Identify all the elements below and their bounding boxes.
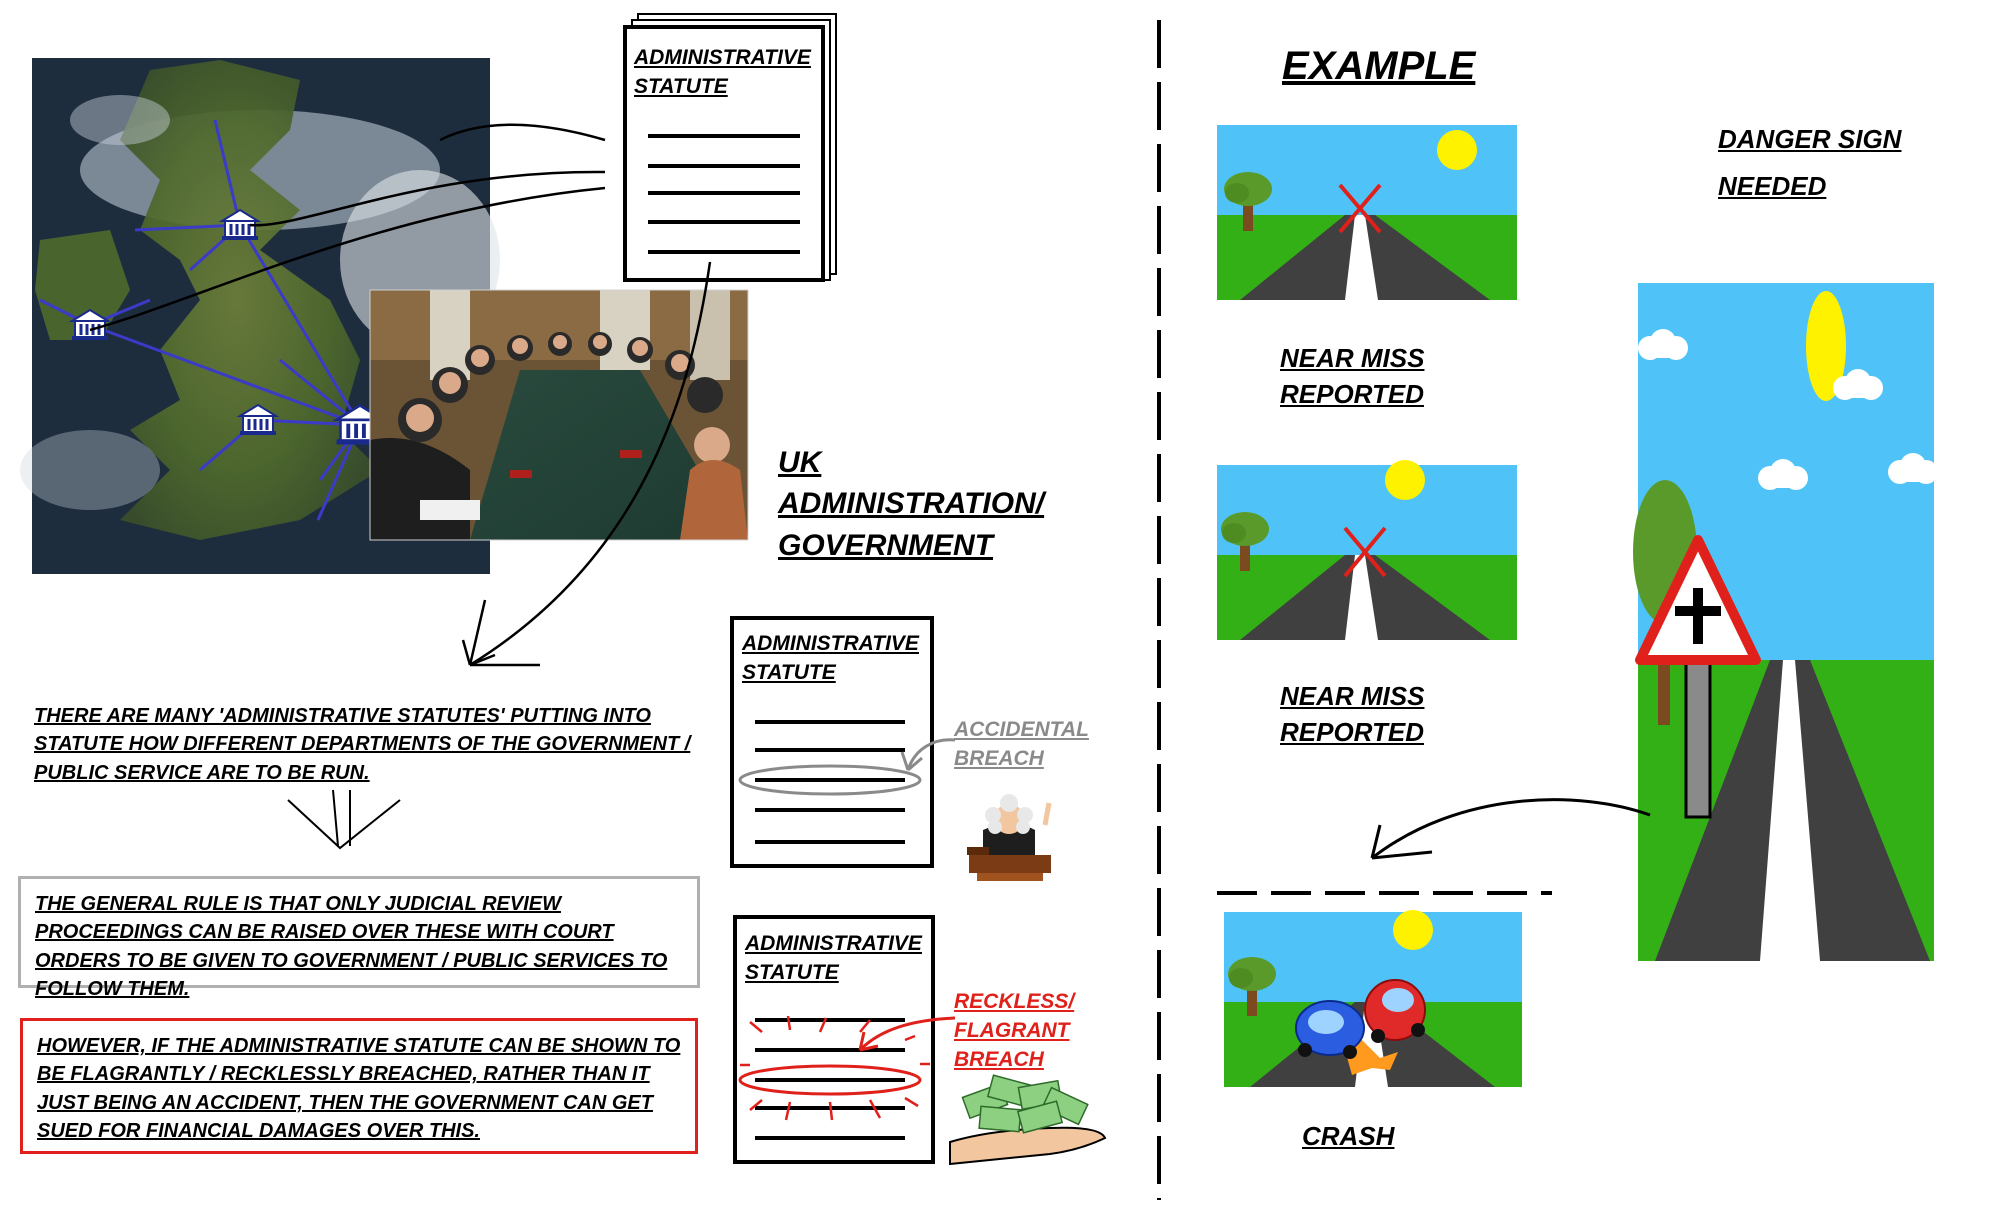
arrow-head: [461, 639, 496, 667]
reckless-breach-label: RECKLESS/ FLAGRANT BREACH: [954, 990, 1075, 1071]
statute-reckless-title: ADMINISTRATIVE STATUTE: [745, 932, 922, 984]
road-scene-near-miss-1: [1217, 125, 1517, 300]
money-hand-icon: [949, 1074, 1107, 1166]
cabinet-meeting-photo: [369, 289, 749, 541]
danger-sign-label: DANGER SIGN NEEDED: [1718, 124, 1902, 201]
statute-accidental-document: [730, 616, 956, 868]
sign-to-crash-arrow: [1371, 798, 1651, 860]
sun-icon: [1806, 291, 1846, 401]
judicial-review-box: THE GENERAL RULE IS THAT ONLY JUDICIAL R…: [18, 876, 700, 1000]
top-statute-document: [623, 13, 837, 282]
sun-icon: [1393, 910, 1433, 950]
crossroads-warning-sign-icon: [1635, 535, 1761, 819]
example-title: EXAMPLE: [1282, 44, 1476, 88]
statute-reckless-document: [733, 915, 956, 1164]
sun-icon: [1385, 460, 1425, 500]
danger-sign-scene: [1633, 283, 1938, 961]
down-arrow: [287, 789, 401, 850]
statement-damages: HOWEVER, IF THE ADMINISTRATIVE STATUTE C…: [37, 1035, 681, 1143]
road-scene-near-miss-2: [1217, 460, 1517, 640]
sun-icon: [1437, 130, 1477, 170]
road-scene-crash: [1224, 910, 1522, 1087]
crash-label: CRASH: [1302, 1121, 1395, 1151]
arrow-stem: [468, 599, 487, 666]
near-miss-label-2: NEAR MISS REPORTED: [1280, 681, 1425, 748]
arrow-head: [1370, 824, 1433, 860]
car-crash-icon: [1295, 979, 1426, 1075]
statute-accidental-title: ADMINISTRATIVE STATUTE: [742, 632, 919, 684]
statute-connector-lines: [89, 123, 712, 667]
judge-icon: [967, 794, 1052, 881]
accidental-breach-label: ACCIDENTAL BREACH: [954, 718, 1089, 770]
statement-many-statutes: THERE ARE MANY 'ADMINISTRATIVE STATUTES'…: [34, 705, 691, 784]
reckless-breach-box: HOWEVER, IF THE ADMINISTRATIVE STATUTE C…: [20, 1018, 698, 1154]
top-statute-title: ADMINISTRATIVE STATUTE: [634, 46, 811, 98]
statement-judicial-review: THE GENERAL RULE IS THAT ONLY JUDICIAL R…: [35, 893, 668, 1001]
near-miss-label-1: NEAR MISS REPORTED: [1280, 343, 1425, 410]
uk-administration-label: UK ADMINISTRATION/ GOVERNMENT: [778, 446, 1045, 562]
